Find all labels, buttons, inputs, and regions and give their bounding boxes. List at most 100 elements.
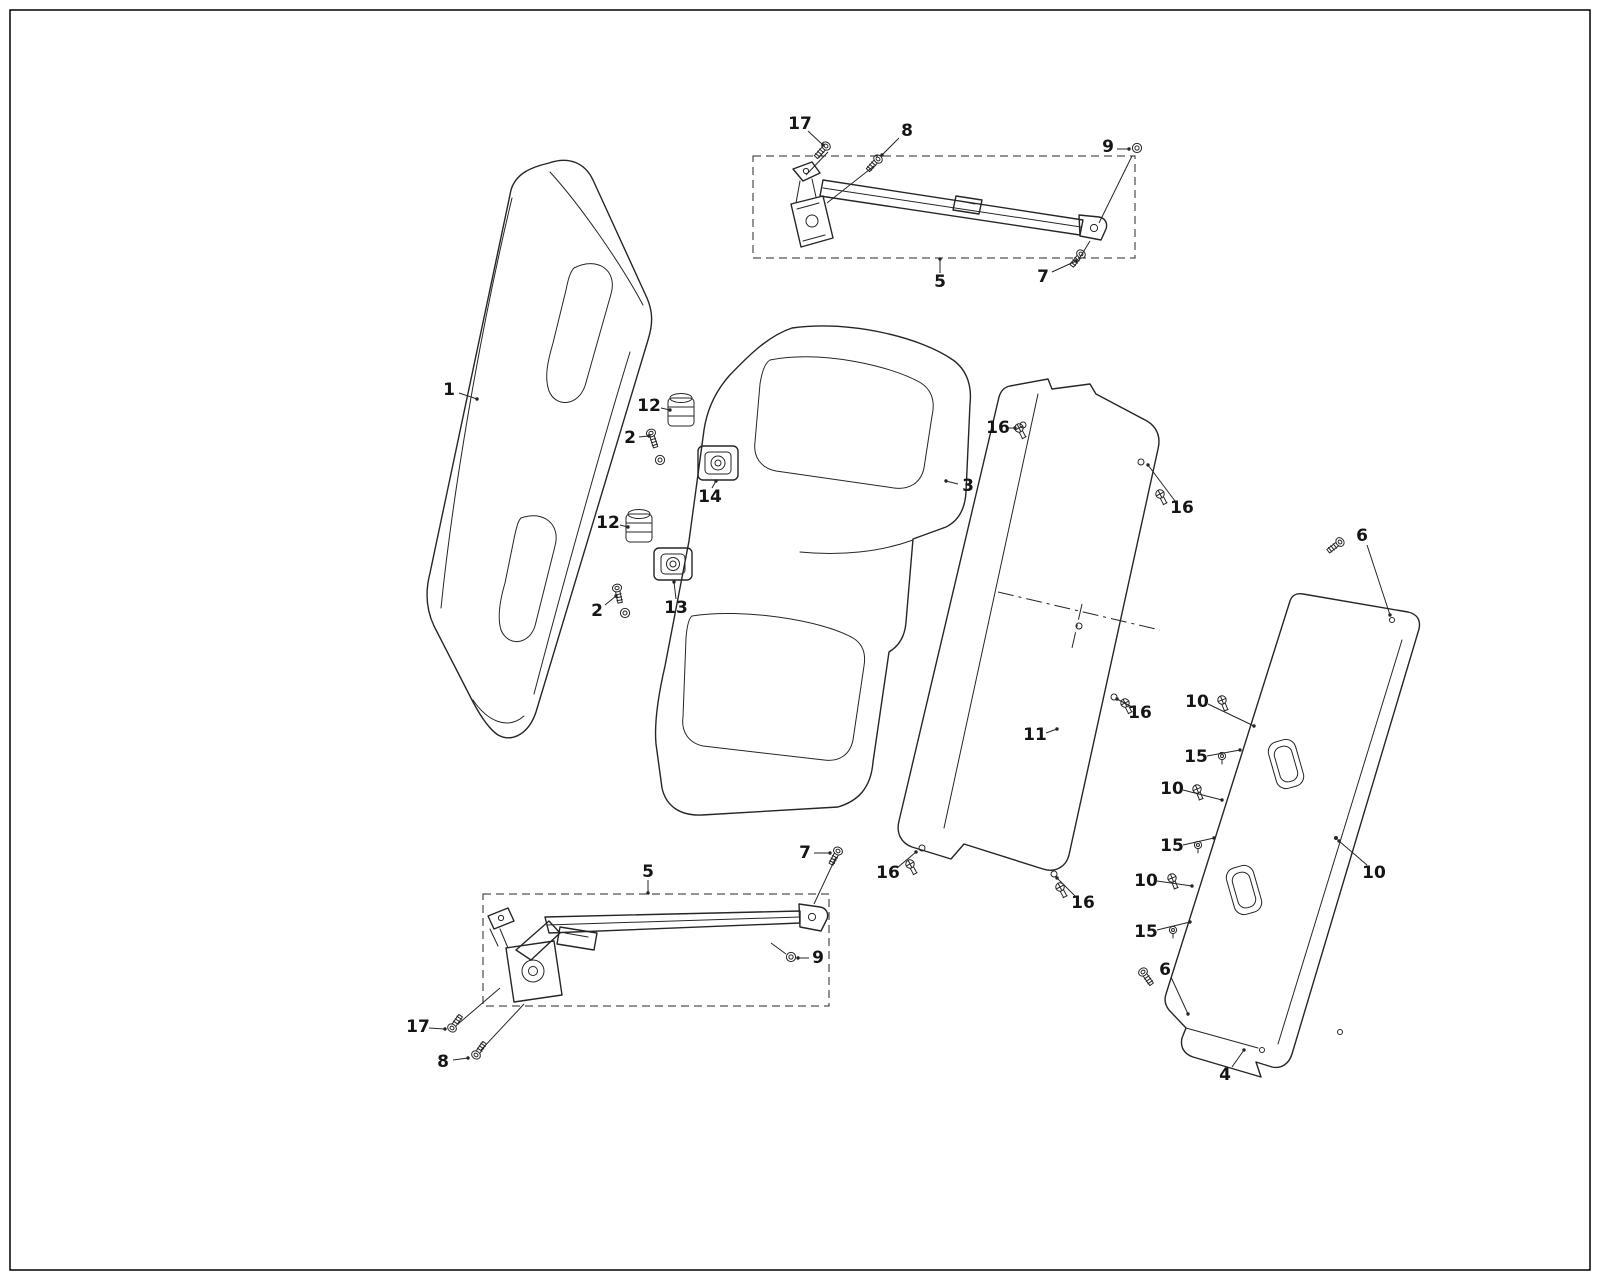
- leader-dot: [1220, 798, 1224, 802]
- callout-8: 8: [437, 1052, 449, 1072]
- leader-line: [807, 130, 824, 146]
- bolt-icon: [812, 139, 833, 161]
- leader-dot: [1127, 147, 1131, 151]
- callout-11: 11: [1023, 725, 1047, 745]
- callout-5: 5: [934, 272, 946, 292]
- callout-10: 10: [1362, 863, 1386, 883]
- seatbelt-top-boundary: [752, 155, 1136, 259]
- leader-line: [1182, 837, 1215, 846]
- callout-15: 15: [1134, 922, 1158, 942]
- leader-dot: [646, 891, 650, 895]
- callout-3: 3: [962, 476, 974, 496]
- screw-icon: [1053, 880, 1070, 900]
- callout-16: 16: [1071, 893, 1095, 913]
- leader-dot: [1188, 920, 1192, 924]
- leader-line: [1051, 260, 1077, 273]
- bolt-icon: [445, 1012, 465, 1035]
- leader-dot: [914, 850, 918, 854]
- callout-15: 15: [1184, 747, 1208, 767]
- callout-6: 6: [1356, 526, 1368, 546]
- leader-dot: [1115, 697, 1119, 701]
- leader-line: [1156, 921, 1191, 931]
- callout-9: 9: [1102, 137, 1114, 157]
- leader-dot: [668, 408, 672, 412]
- bolt-icon: [611, 582, 626, 605]
- callout-13: 13: [664, 598, 688, 618]
- leader-line: [1231, 1049, 1245, 1068]
- leader-dot: [1074, 259, 1078, 263]
- leader-dot: [647, 434, 651, 438]
- leader-line: [881, 137, 900, 156]
- callout-10: 10: [1134, 871, 1158, 891]
- aux-leader-lines: [457, 151, 1133, 1051]
- back-panel: [897, 378, 1161, 878]
- callout-16: 16: [1170, 498, 1194, 518]
- hinge-bushing-lower: [625, 509, 653, 543]
- leader-dot: [1146, 463, 1150, 467]
- leader-line: [1182, 789, 1223, 801]
- leader-line: [604, 595, 617, 606]
- callout-12: 12: [596, 513, 620, 533]
- page-border: [9, 9, 1591, 1271]
- leader-dot: [938, 257, 942, 261]
- bolt-icon: [1136, 965, 1156, 988]
- leader-dot: [1055, 876, 1059, 880]
- leader-dot: [626, 525, 630, 529]
- screw-icon: [903, 857, 920, 877]
- leader-dot: [796, 956, 800, 960]
- side-panel: [1164, 593, 1421, 1078]
- leader-dot: [1337, 839, 1341, 843]
- latch-plate-13: [653, 547, 693, 581]
- bolt-icon: [644, 427, 661, 450]
- leader-line: [673, 581, 677, 600]
- leader-dot: [944, 479, 948, 483]
- bolt-icon: [826, 844, 845, 867]
- callout-6: 6: [1159, 960, 1171, 980]
- callout-16: 16: [1128, 703, 1152, 723]
- callout-17: 17: [788, 114, 812, 134]
- bolt-icon: [1324, 535, 1347, 556]
- leader-dot: [466, 1056, 470, 1060]
- seatbelt-assembly-top: [752, 155, 1136, 259]
- callout-5: 5: [642, 862, 654, 882]
- seatbelt-bottom-boundary: [482, 893, 830, 1007]
- callout-7: 7: [799, 843, 811, 863]
- screw-icon: [1191, 783, 1206, 802]
- leader-dot: [1238, 748, 1242, 752]
- leader-dot: [1190, 884, 1194, 888]
- hinge-bolt-lower: [611, 582, 631, 619]
- callout-10: 10: [1185, 692, 1209, 712]
- leader-dot: [714, 479, 718, 483]
- leader-line: [1056, 877, 1076, 897]
- leader-dot: [1013, 426, 1017, 430]
- callout-2: 2: [624, 428, 636, 448]
- leader-dot: [672, 580, 676, 584]
- callout-16: 16: [876, 863, 900, 883]
- leader-dot: [821, 143, 825, 147]
- hinge-bushing-upper: [667, 393, 695, 427]
- leader-line: [458, 392, 478, 400]
- callout-4: 4: [1219, 1065, 1231, 1085]
- leader-dot: [1242, 1048, 1246, 1052]
- leader-line: [1147, 464, 1176, 502]
- callout-17: 17: [406, 1017, 430, 1037]
- leader-dot: [880, 153, 884, 157]
- leader-line: [1116, 698, 1133, 708]
- callout-1: 1: [443, 380, 455, 400]
- bolt-icon: [469, 1039, 489, 1062]
- leader-dot: [1252, 724, 1256, 728]
- leader-line: [1206, 749, 1241, 757]
- latch-plate-14: [697, 445, 739, 481]
- clip-icon: [1168, 925, 1178, 939]
- leader-dot: [828, 851, 832, 855]
- leader-dot: [614, 594, 618, 598]
- leader-line: [1338, 840, 1368, 866]
- leader-line: [896, 851, 917, 869]
- callout-9: 9: [812, 948, 824, 968]
- seat-bottom-cushion: [654, 325, 972, 816]
- leader-line: [1045, 728, 1058, 734]
- leader-line: [1156, 880, 1193, 887]
- callout-10: 10: [1160, 779, 1184, 799]
